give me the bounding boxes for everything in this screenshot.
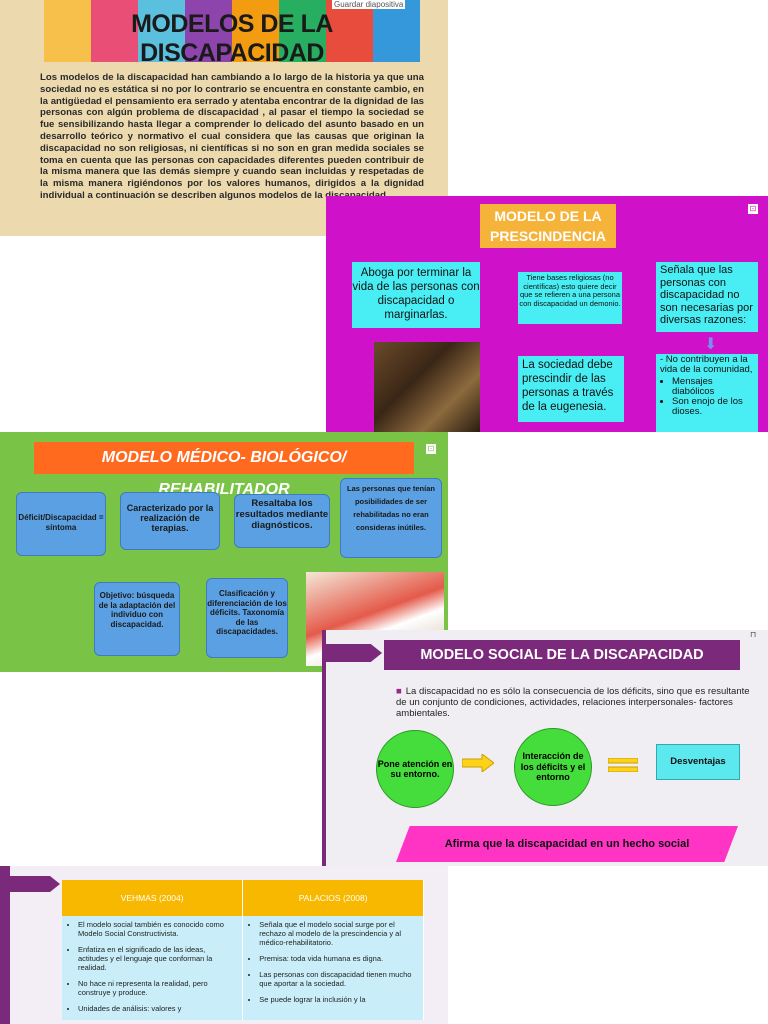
concept-circle: Pone atención en su entorno. bbox=[376, 730, 454, 808]
slide-banner-image bbox=[44, 0, 420, 62]
conclusion-banner: Afirma que la discapacidad en un hecho s… bbox=[396, 826, 738, 862]
list-item: Premisa: toda vida humana es digna. bbox=[259, 954, 417, 963]
slide-comparison-table: VEHMAS (2004) PALACIOS (2008) El modelo … bbox=[0, 866, 448, 1024]
accent-stripe bbox=[0, 866, 10, 1024]
result-box: Desventajas bbox=[656, 744, 740, 780]
arrow-right-icon bbox=[462, 754, 494, 772]
table-header: PALACIOS (2008) bbox=[242, 880, 424, 916]
info-box: Señala que las personas con discapacidad… bbox=[656, 262, 758, 332]
info-box: Las personas que tenían posibilidades de… bbox=[340, 478, 442, 558]
banner-tile bbox=[232, 0, 279, 62]
bookmark-icon[interactable]: ⊓ bbox=[750, 630, 757, 639]
bookmark-icon[interactable]: ⊡ bbox=[426, 444, 436, 454]
info-box: Objetivo: búsqueda de la adaptación del … bbox=[94, 582, 180, 656]
slide-modelo-social: ⊓ MODELO SOCIAL DE LA DISCAPACIDAD ■La d… bbox=[322, 630, 768, 866]
list-item: Unidades de análisis: valores y bbox=[78, 1004, 236, 1013]
info-box: Clasificación y diferenciación de los dé… bbox=[206, 578, 288, 658]
banner-tile bbox=[185, 0, 232, 62]
accent-tab bbox=[326, 644, 382, 662]
info-box: La sociedad debe prescindir de las perso… bbox=[518, 356, 624, 422]
painting-image bbox=[374, 342, 480, 432]
slide-title: MODELO DE LA PRESCINDENCIA bbox=[480, 204, 616, 248]
slide-prescindencia: ⊡ MODELO DE LA PRESCINDENCIA Aboga por t… bbox=[326, 196, 768, 432]
table-cell: El modelo social también es conocido com… bbox=[62, 916, 244, 1020]
banner-tile bbox=[326, 0, 373, 62]
slide-title: MODELOS DE LA DISCAPACIDAD bbox=[131, 10, 333, 67]
save-slide-button[interactable]: Guardar diapositiva bbox=[332, 0, 406, 9]
bullet-text: ■La discapacidad no es sólo la consecuen… bbox=[396, 686, 752, 719]
accent-tab bbox=[10, 876, 60, 892]
list-item: Señala que el modelo social surge por el… bbox=[259, 920, 417, 947]
slide-title: MODELO MÉDICO- BIOLÓGICO/ REHABILITADOR bbox=[34, 442, 414, 498]
list-item: Las personas con discapacidad tienen muc… bbox=[259, 970, 417, 988]
info-box: Tiene bases religiosas (no científicas) … bbox=[518, 272, 622, 324]
info-box: Aboga por terminar la vida de las person… bbox=[352, 262, 480, 328]
info-box-list: - No contribuyen a la vida de la comunid… bbox=[656, 354, 758, 432]
banner-tile bbox=[44, 0, 91, 62]
banner-tile bbox=[138, 0, 185, 62]
slide-modelos-intro: MODELOS DE LA DISCAPACIDAD Guardar diapo… bbox=[0, 0, 448, 236]
list-item: Son enojo de los dioses. bbox=[672, 397, 754, 417]
arrow-down-icon: ⬇ bbox=[704, 336, 718, 353]
bullet-content: La discapacidad no es sólo la consecuenc… bbox=[396, 686, 750, 719]
list-item: Mensajes diabólicos bbox=[672, 377, 754, 397]
bookmark-icon[interactable]: ⊡ bbox=[748, 204, 758, 214]
accent-stripe bbox=[322, 630, 326, 866]
bullet-icon: ■ bbox=[396, 686, 402, 697]
equals-icon bbox=[608, 758, 638, 772]
slide-body-text: Los modelos de la discapacidad han cambi… bbox=[40, 72, 424, 201]
info-box: Caracterizado por la realización de tera… bbox=[120, 492, 220, 550]
banner-tile bbox=[91, 0, 138, 62]
concept-circle: Interacción de los déficits y el entorno bbox=[514, 728, 592, 806]
banner-tile bbox=[373, 0, 420, 62]
table-cell: Señala que el modelo social surge por el… bbox=[242, 916, 424, 1020]
info-box: Déficit/Discapacidad = síntoma bbox=[16, 492, 106, 556]
table-header: VEHMAS (2004) bbox=[62, 880, 244, 916]
list-lead: - No contribuyen a la vida de la comunid… bbox=[660, 354, 753, 375]
list-item: El modelo social también es conocido com… bbox=[78, 920, 236, 938]
list-item: No hace ni representa la realidad, pero … bbox=[78, 979, 236, 997]
banner-tile bbox=[279, 0, 326, 62]
slide-title: MODELO SOCIAL DE LA DISCAPACIDAD bbox=[384, 640, 740, 670]
comparison-table: VEHMAS (2004) PALACIOS (2008) El modelo … bbox=[62, 880, 424, 1020]
list-item: Enfatiza en el significado de las ideas,… bbox=[78, 945, 236, 972]
info-box: Resaltaba los resultados mediante diagnó… bbox=[234, 494, 330, 548]
list-item: Se puede lograr la inclusión y la bbox=[259, 995, 417, 1004]
